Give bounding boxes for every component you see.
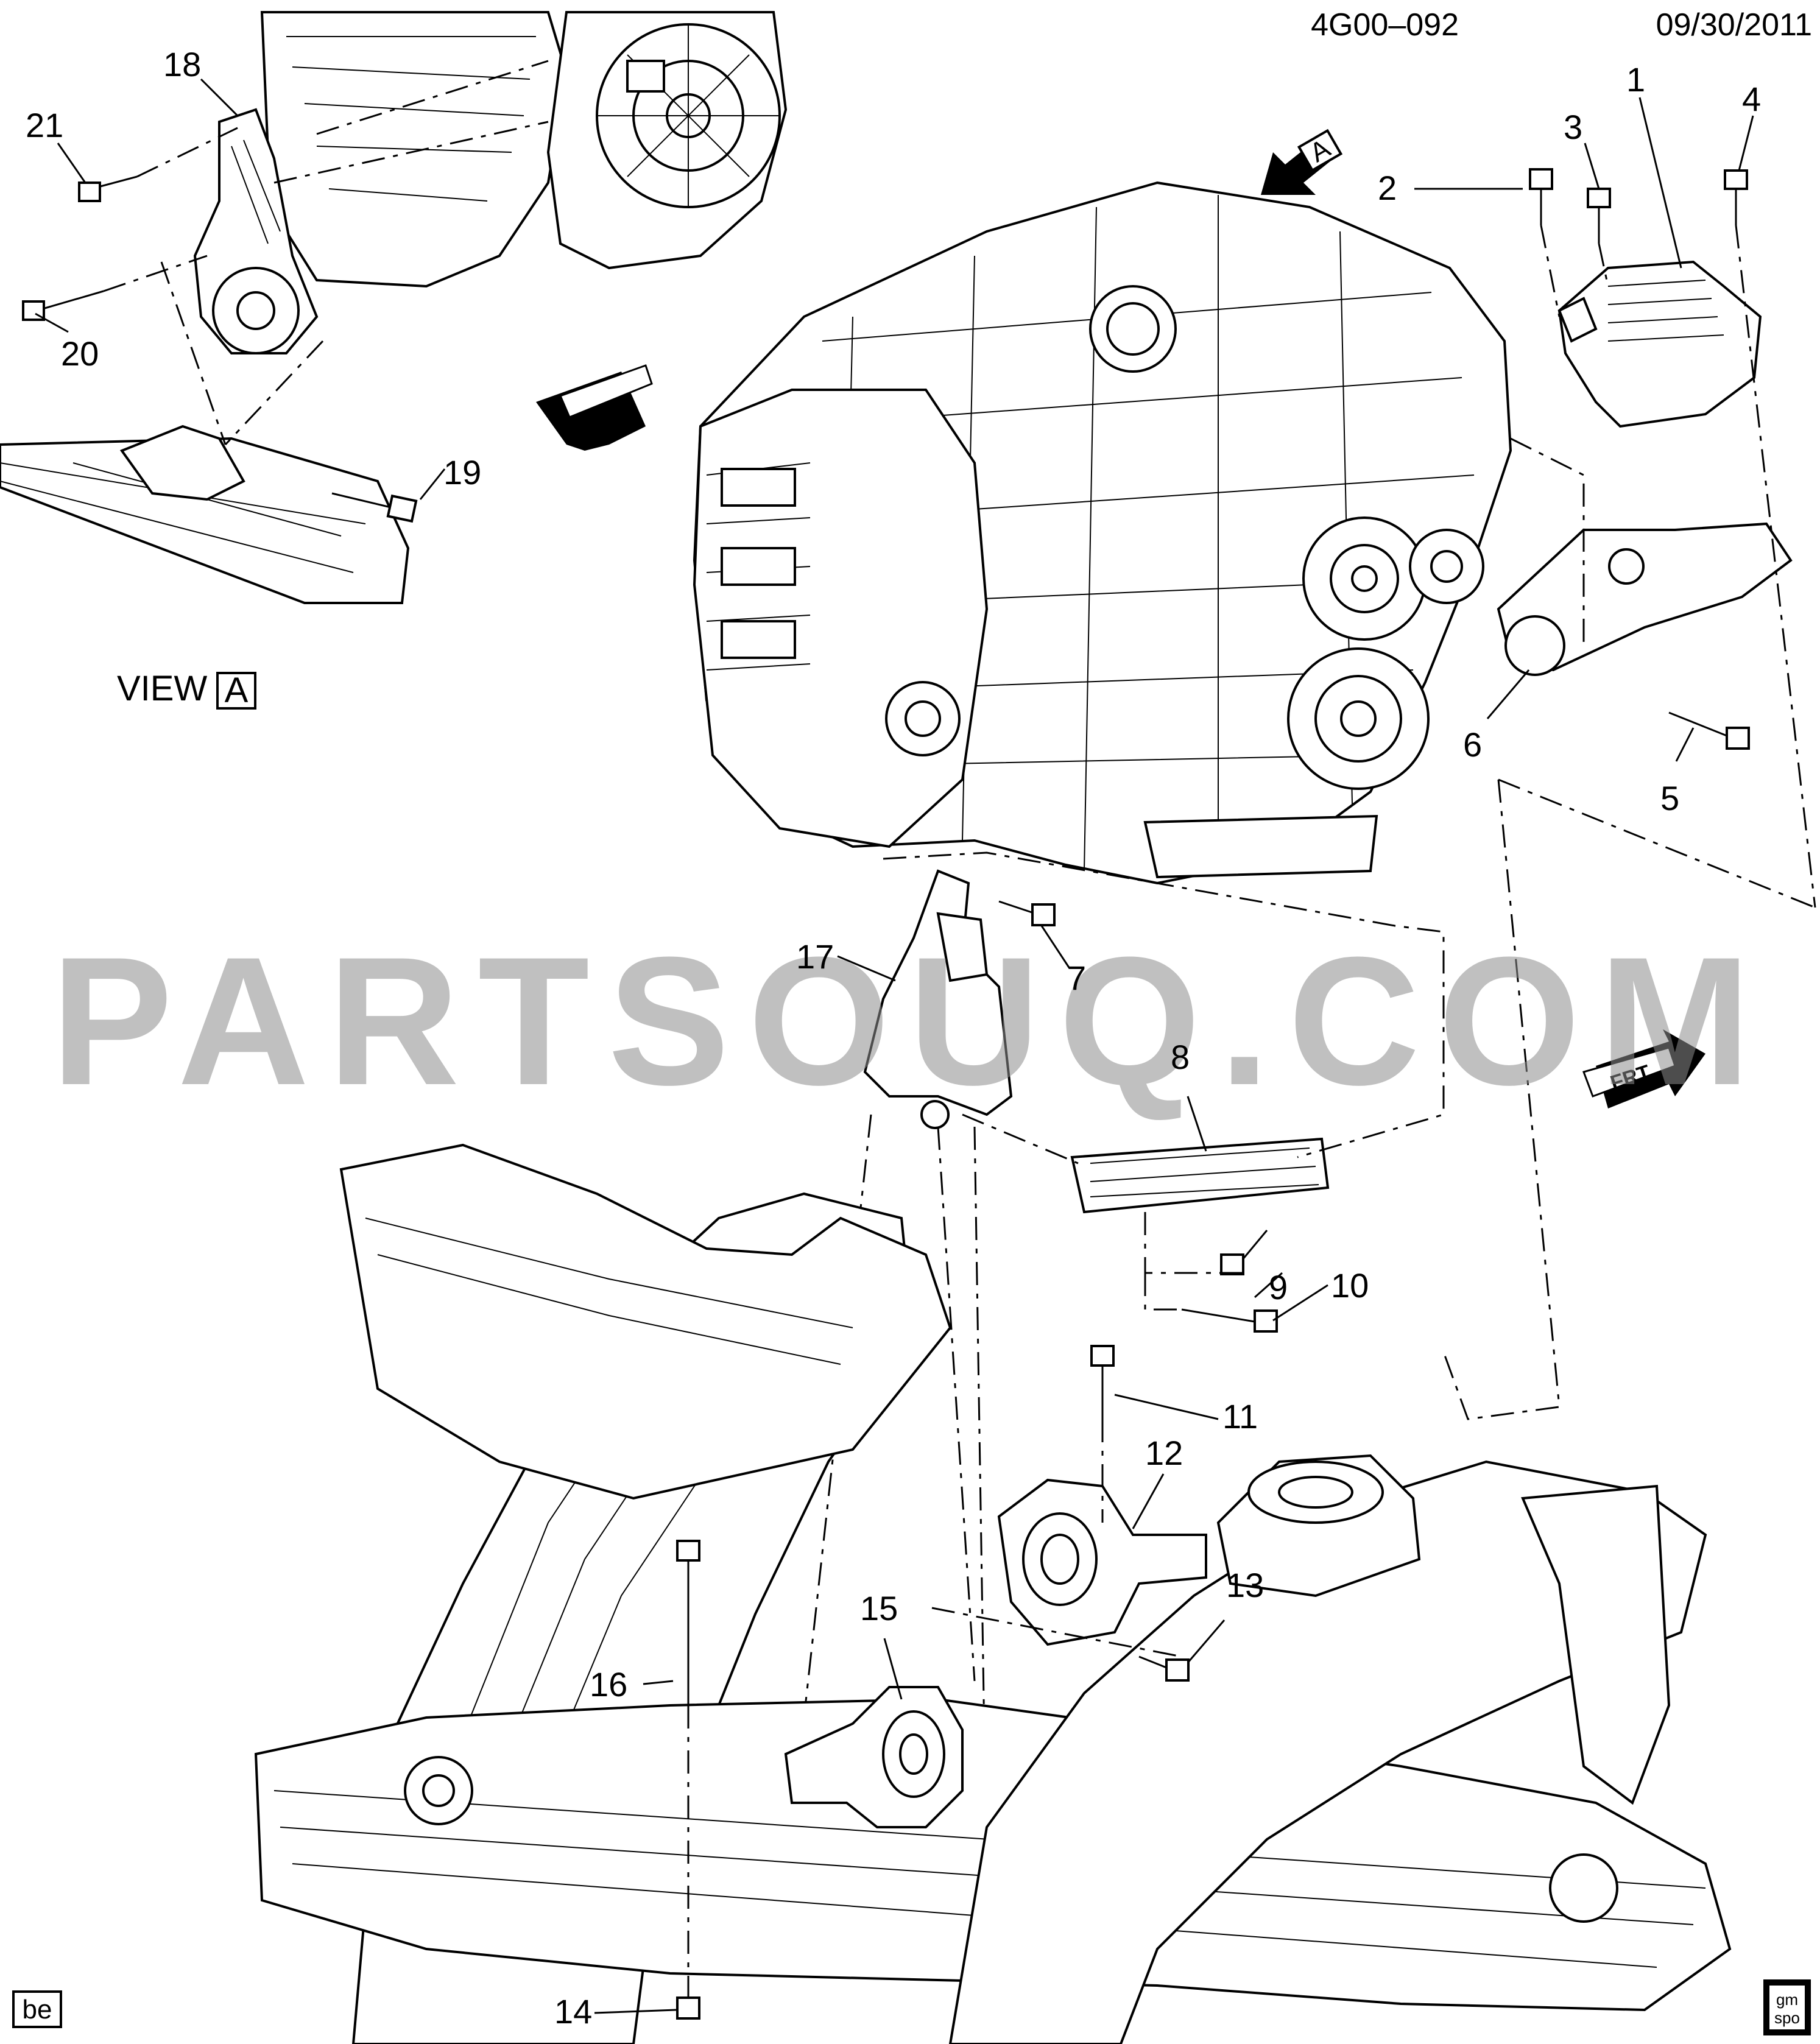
callout-8: 8 [1171, 1038, 1190, 1076]
front-direction-arrow-right-icon: FRT [1582, 1029, 1705, 1108]
engine-transaxle-assembly [693, 181, 1512, 885]
footer-tag-box [12, 1990, 62, 2028]
callout-1: 1 [1626, 60, 1645, 99]
diagram-code: 4G00–092 [1311, 7, 1459, 43]
mount-bracket-center [791, 851, 1445, 1889]
footer-tag: be [23, 1995, 52, 2025]
callout-leaders [35, 78, 1754, 2014]
gm-spo-logo: gm spo [1763, 1979, 1811, 2035]
callout-18: 18 [163, 45, 201, 83]
callout-5: 5 [1660, 779, 1679, 817]
view-ref-box [216, 672, 256, 710]
watermark: PARTSOUQ.COM [51, 918, 1769, 1123]
view-ref-letter: A [225, 671, 249, 710]
callout-17: 17 [796, 937, 834, 976]
view-label: VIEW [117, 669, 207, 708]
callout-19: 19 [443, 453, 481, 492]
callout-20: 20 [61, 334, 99, 373]
svg-text:spo: spo [1774, 2009, 1800, 2027]
callout-4: 4 [1742, 80, 1761, 118]
callout-3: 3 [1564, 108, 1582, 146]
callout-6: 6 [1463, 725, 1482, 764]
view-a-inset [0, 11, 788, 604]
callout-9: 9 [1269, 1268, 1288, 1306]
callout-21: 21 [26, 106, 63, 144]
mount-assembly-right [1442, 168, 1816, 1420]
diagram-date: 09/30/2011 [1656, 7, 1812, 43]
body-and-subframe [254, 1143, 1732, 2044]
callout-16: 16 [590, 1665, 627, 1704]
callout-2: 2 [1378, 169, 1397, 207]
view-a-direction-arrow-icon: A [1261, 129, 1343, 195]
callout-14: 14 [554, 1992, 592, 2031]
callout-13: 13 [1226, 1566, 1264, 1604]
callout-15: 15 [860, 1589, 898, 1627]
front-direction-arrow-icon: FRT [536, 364, 653, 451]
svg-text:gm: gm [1776, 1990, 1798, 2009]
callout-11: 11 [1222, 1397, 1258, 1436]
callout-12: 12 [1145, 1434, 1183, 1472]
callout-10: 10 [1331, 1266, 1369, 1305]
callout-7: 7 [1067, 959, 1086, 997]
